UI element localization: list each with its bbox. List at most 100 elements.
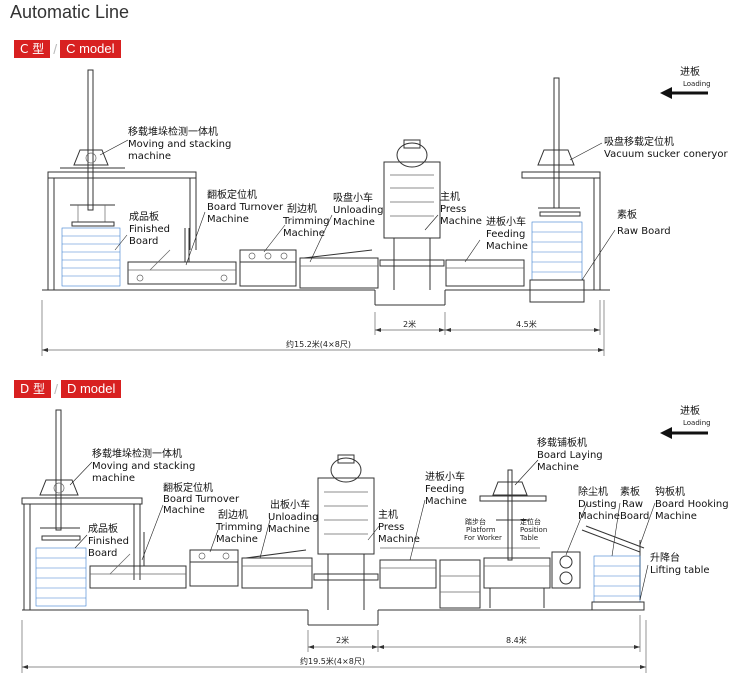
d-moving-stacking-machine bbox=[21, 409, 143, 610]
c-trimming-machine bbox=[239, 249, 297, 287]
c-turnover-label-en1: Board Turnover bbox=[207, 202, 284, 213]
c-vacuum-label-cn: 吸盘移载定位机 bbox=[604, 135, 674, 148]
d-unloading-label-en2: Machine bbox=[268, 524, 310, 535]
c-dim-total: 约15.2米(4×8尺) bbox=[286, 339, 351, 349]
d-hooking-label-cn: 钩板机 bbox=[655, 485, 685, 498]
d-board-turnover-machine bbox=[89, 532, 187, 589]
d-position-label-cn: 定位台 bbox=[520, 517, 541, 526]
d-raw-label-cn: 素板 bbox=[620, 485, 640, 498]
d-hooking-label-en1: Board Hooking bbox=[655, 499, 729, 510]
d-press-label-en2: Machine bbox=[378, 534, 420, 545]
d-turnover-label-en2: Machine bbox=[163, 505, 205, 516]
d-board-hooking-machine bbox=[581, 525, 645, 600]
d-trimming-machine bbox=[189, 549, 239, 587]
c-press-label-en1: Press bbox=[440, 204, 466, 215]
d-model-badge: D 型 / D model bbox=[14, 380, 122, 398]
c-floor bbox=[42, 289, 610, 335]
c-finished-board-stack bbox=[61, 227, 121, 287]
c-feeding-machine bbox=[445, 259, 525, 287]
d-platform-for-worker bbox=[439, 559, 481, 609]
d-turnover-label-en1: Board Turnover bbox=[163, 494, 240, 505]
c-unloading-machine bbox=[299, 249, 379, 289]
c-feeding-label-en2: Machine bbox=[486, 241, 528, 252]
c-press-label-en2: Machine bbox=[440, 216, 482, 227]
d-moving-label-en1: Moving and stacking bbox=[92, 461, 195, 472]
badge-divider: / bbox=[53, 41, 58, 57]
page-title: Automatic Line bbox=[10, 2, 130, 22]
c-feeding-label-en1: Feeding bbox=[486, 229, 525, 240]
d-feeding-label-cn: 进板小车 bbox=[425, 470, 465, 483]
d-unloading-label-en1: Unloading bbox=[268, 512, 319, 523]
c-trimming-label-en2: Machine bbox=[283, 228, 325, 239]
c-moving-label-en2: machine bbox=[128, 151, 171, 162]
c-loading-label-en: Loading bbox=[683, 80, 711, 88]
d-position-label-en2: Table bbox=[519, 534, 538, 542]
c-dim-press: 2米 bbox=[403, 319, 416, 329]
c-unloading-label-cn: 吸盘小车 bbox=[333, 191, 373, 204]
c-press-machine bbox=[379, 139, 445, 290]
d-moving-label-cn: 移载堆垛检测一体机 bbox=[92, 447, 182, 460]
d-press-label-en1: Press bbox=[378, 522, 404, 533]
d-turnover-label-cn: 翻板定位机 bbox=[163, 481, 213, 494]
c-loading-label-cn: 进板 bbox=[680, 65, 700, 78]
c-raw-label-cn: 素板 bbox=[617, 208, 637, 221]
d-moving-label-en2: machine bbox=[92, 473, 135, 484]
d-dimension-lines bbox=[21, 620, 647, 673]
c-model-badge: C 型 / C model bbox=[14, 40, 121, 58]
d-dim-total: 约19.5米(4×8尺) bbox=[300, 656, 365, 666]
c-trimming-label-en1: Trimming bbox=[282, 216, 329, 227]
c-loading-arrow-icon bbox=[660, 87, 708, 99]
d-label-pointers bbox=[69, 459, 656, 601]
d-press-machine bbox=[313, 454, 379, 610]
d-trimming-label-en2: Machine bbox=[216, 534, 258, 545]
d-dim-press: 2米 bbox=[336, 635, 349, 645]
c-unloading-label-en1: Unloading bbox=[333, 205, 384, 216]
d-trimming-label-cn: 刮边机 bbox=[218, 508, 248, 521]
c-model-badge-cn: C 型 bbox=[14, 40, 51, 58]
d-position-table bbox=[483, 557, 551, 608]
d-lifting-label-cn: 升降台 bbox=[650, 551, 680, 564]
d-laying-label-en2: Machine bbox=[537, 462, 579, 473]
d-unloading-label-cn: 出板小车 bbox=[270, 498, 310, 511]
d-lifting-label-en: Lifting table bbox=[650, 565, 710, 576]
c-vacuum-sucker-conveyor bbox=[521, 77, 601, 290]
c-moving-label-cn: 移载堆垛检测一体机 bbox=[128, 125, 218, 138]
d-trimming-label-en1: Trimming bbox=[215, 522, 262, 533]
c-dimension-lines bbox=[41, 300, 605, 356]
d-board-laying-machine bbox=[479, 469, 547, 561]
c-vacuum-label-en: Vacuum sucker coneryor bbox=[604, 149, 728, 160]
d-finished-board-stack bbox=[35, 547, 87, 607]
c-moving-stacking-machine bbox=[47, 69, 197, 290]
d-model-badge-en: D model bbox=[60, 380, 122, 398]
c-turnover-label-en2: Machine bbox=[207, 214, 249, 225]
d-unloading-machine bbox=[241, 549, 313, 589]
d-raw-label-en1: Raw bbox=[622, 499, 643, 510]
d-dim-feeding: 8.4米 bbox=[506, 635, 527, 645]
c-raw-label-en: Raw Board bbox=[617, 226, 671, 237]
c-raw-board-stack bbox=[529, 221, 585, 303]
d-dusting-machine bbox=[551, 551, 581, 589]
c-moving-label-en1: Moving and stacking bbox=[128, 139, 231, 150]
c-unloading-label-en2: Machine bbox=[333, 217, 375, 228]
c-model-diagram: 进板 Loading bbox=[41, 65, 728, 356]
c-finished-label-en2: Board bbox=[129, 236, 158, 247]
d-feeding-label-en2: Machine bbox=[425, 496, 467, 507]
d-loading-arrow-icon bbox=[660, 427, 708, 439]
d-floor bbox=[22, 609, 641, 652]
d-dusting-label-cn: 除尘机 bbox=[578, 485, 608, 498]
d-platform-label-en1: Platform bbox=[466, 526, 496, 534]
c-turnover-label-cn: 翻板定位机 bbox=[207, 188, 257, 201]
d-dusting-label-en1: Dusting bbox=[578, 499, 617, 510]
d-laying-label-en1: Board Laying bbox=[537, 450, 603, 461]
d-platform-label-en2: For Worker bbox=[464, 534, 502, 542]
c-finished-label-en1: Finished bbox=[129, 224, 170, 235]
d-feeding-machine bbox=[379, 547, 540, 589]
d-finished-label-en2: Board bbox=[88, 548, 117, 559]
d-finished-label-cn: 成品板 bbox=[88, 522, 118, 535]
d-finished-label-en1: Finished bbox=[88, 536, 129, 547]
d-raw-label-en2: Board bbox=[620, 511, 649, 522]
c-model-badge-en: C model bbox=[60, 40, 121, 58]
d-position-label-en1: Position bbox=[520, 526, 547, 534]
c-press-label-cn: 主机 bbox=[440, 190, 460, 203]
